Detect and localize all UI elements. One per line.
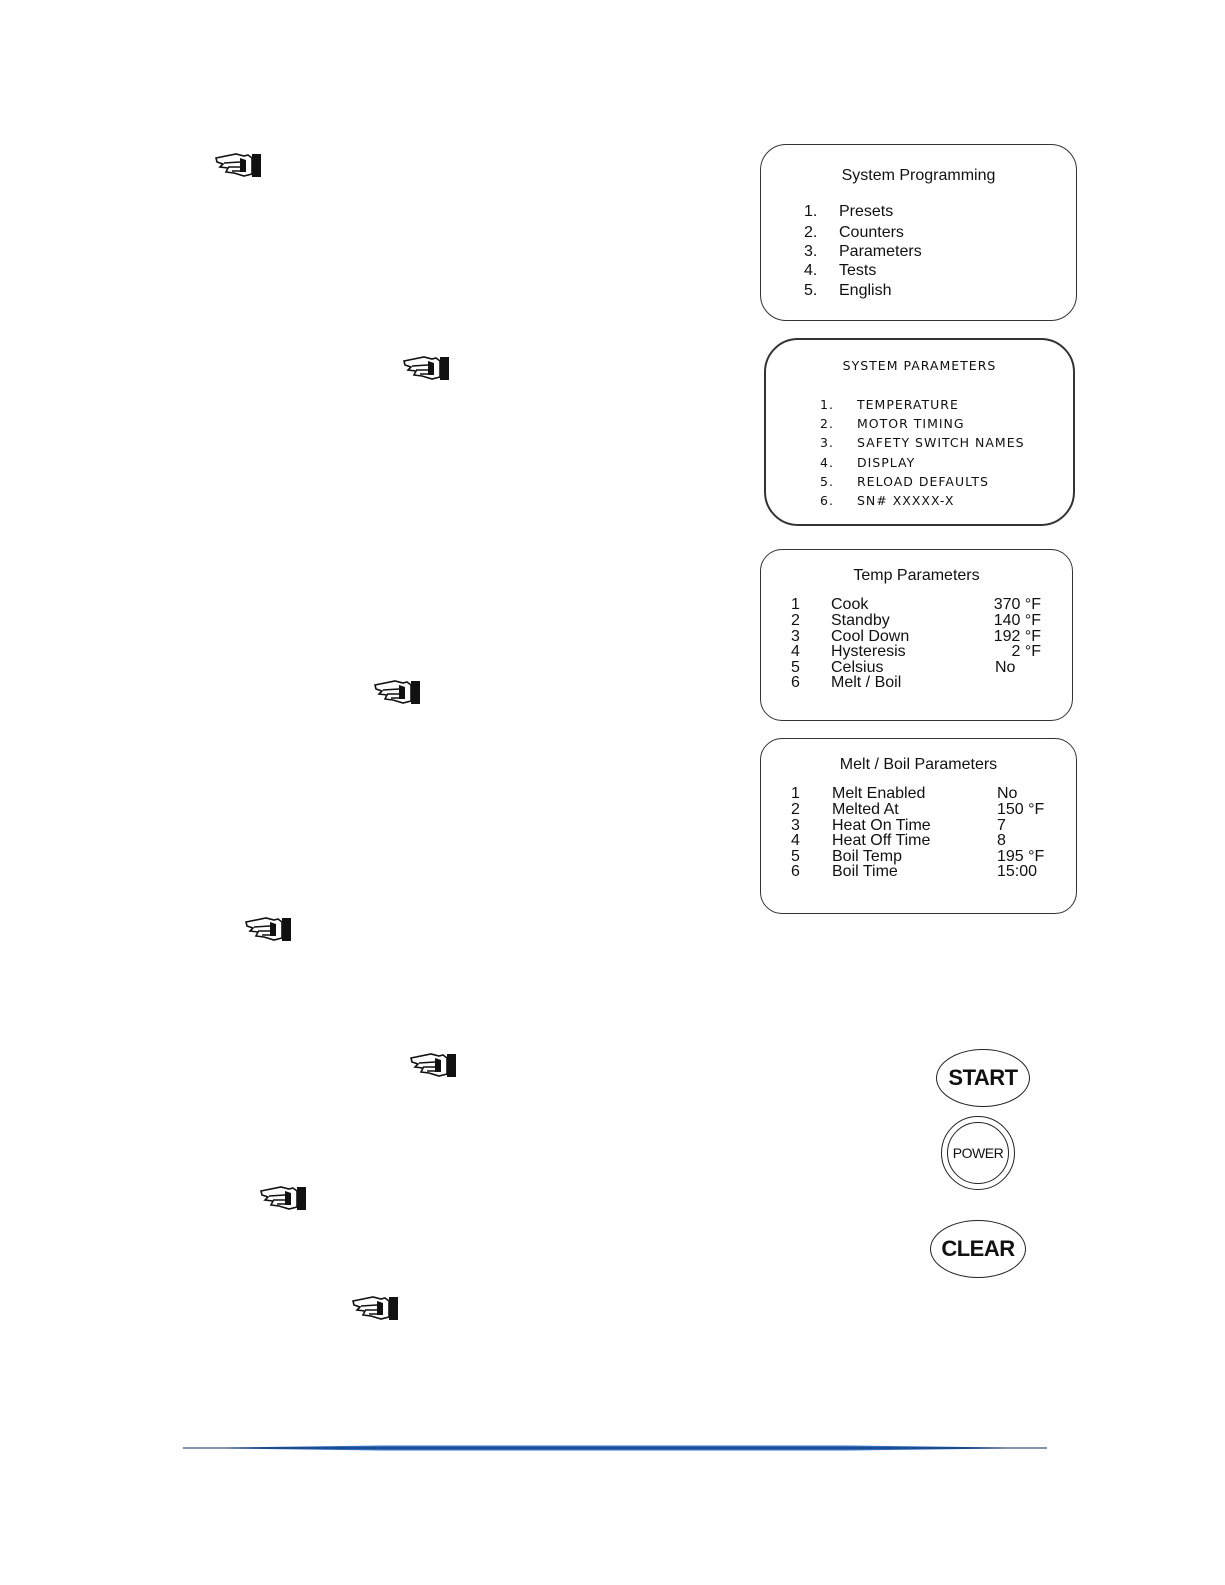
pointing-hand-icon <box>244 914 296 944</box>
footer-rule <box>183 1445 1047 1451</box>
screen-title: Melt / Boil Parameters <box>839 756 998 773</box>
screen-title: System Programming <box>841 167 996 184</box>
system-parameters-screen: SYSTEM PARAMETERS 1.TEMPERATURE 2.MOTOR … <box>764 338 1075 526</box>
power-key-label: POWER <box>947 1122 1009 1184</box>
pointing-hand-icon <box>214 150 266 180</box>
screen-title: Temp Parameters <box>853 567 980 584</box>
pointing-hand-icon <box>402 353 454 383</box>
pointing-hand-icon <box>373 677 425 707</box>
pointing-hand-icon <box>409 1050 461 1080</box>
pointing-hand-icon <box>259 1183 311 1213</box>
pointing-hand-icon <box>351 1293 403 1323</box>
clear-key: CLEAR <box>930 1220 1026 1278</box>
screen-title: SYSTEM PARAMETERS <box>842 358 997 373</box>
system-programming-screen: System Programming 1.Presets 2.Counters … <box>760 144 1077 321</box>
start-key: START <box>936 1049 1030 1107</box>
power-key: POWER <box>941 1116 1015 1190</box>
